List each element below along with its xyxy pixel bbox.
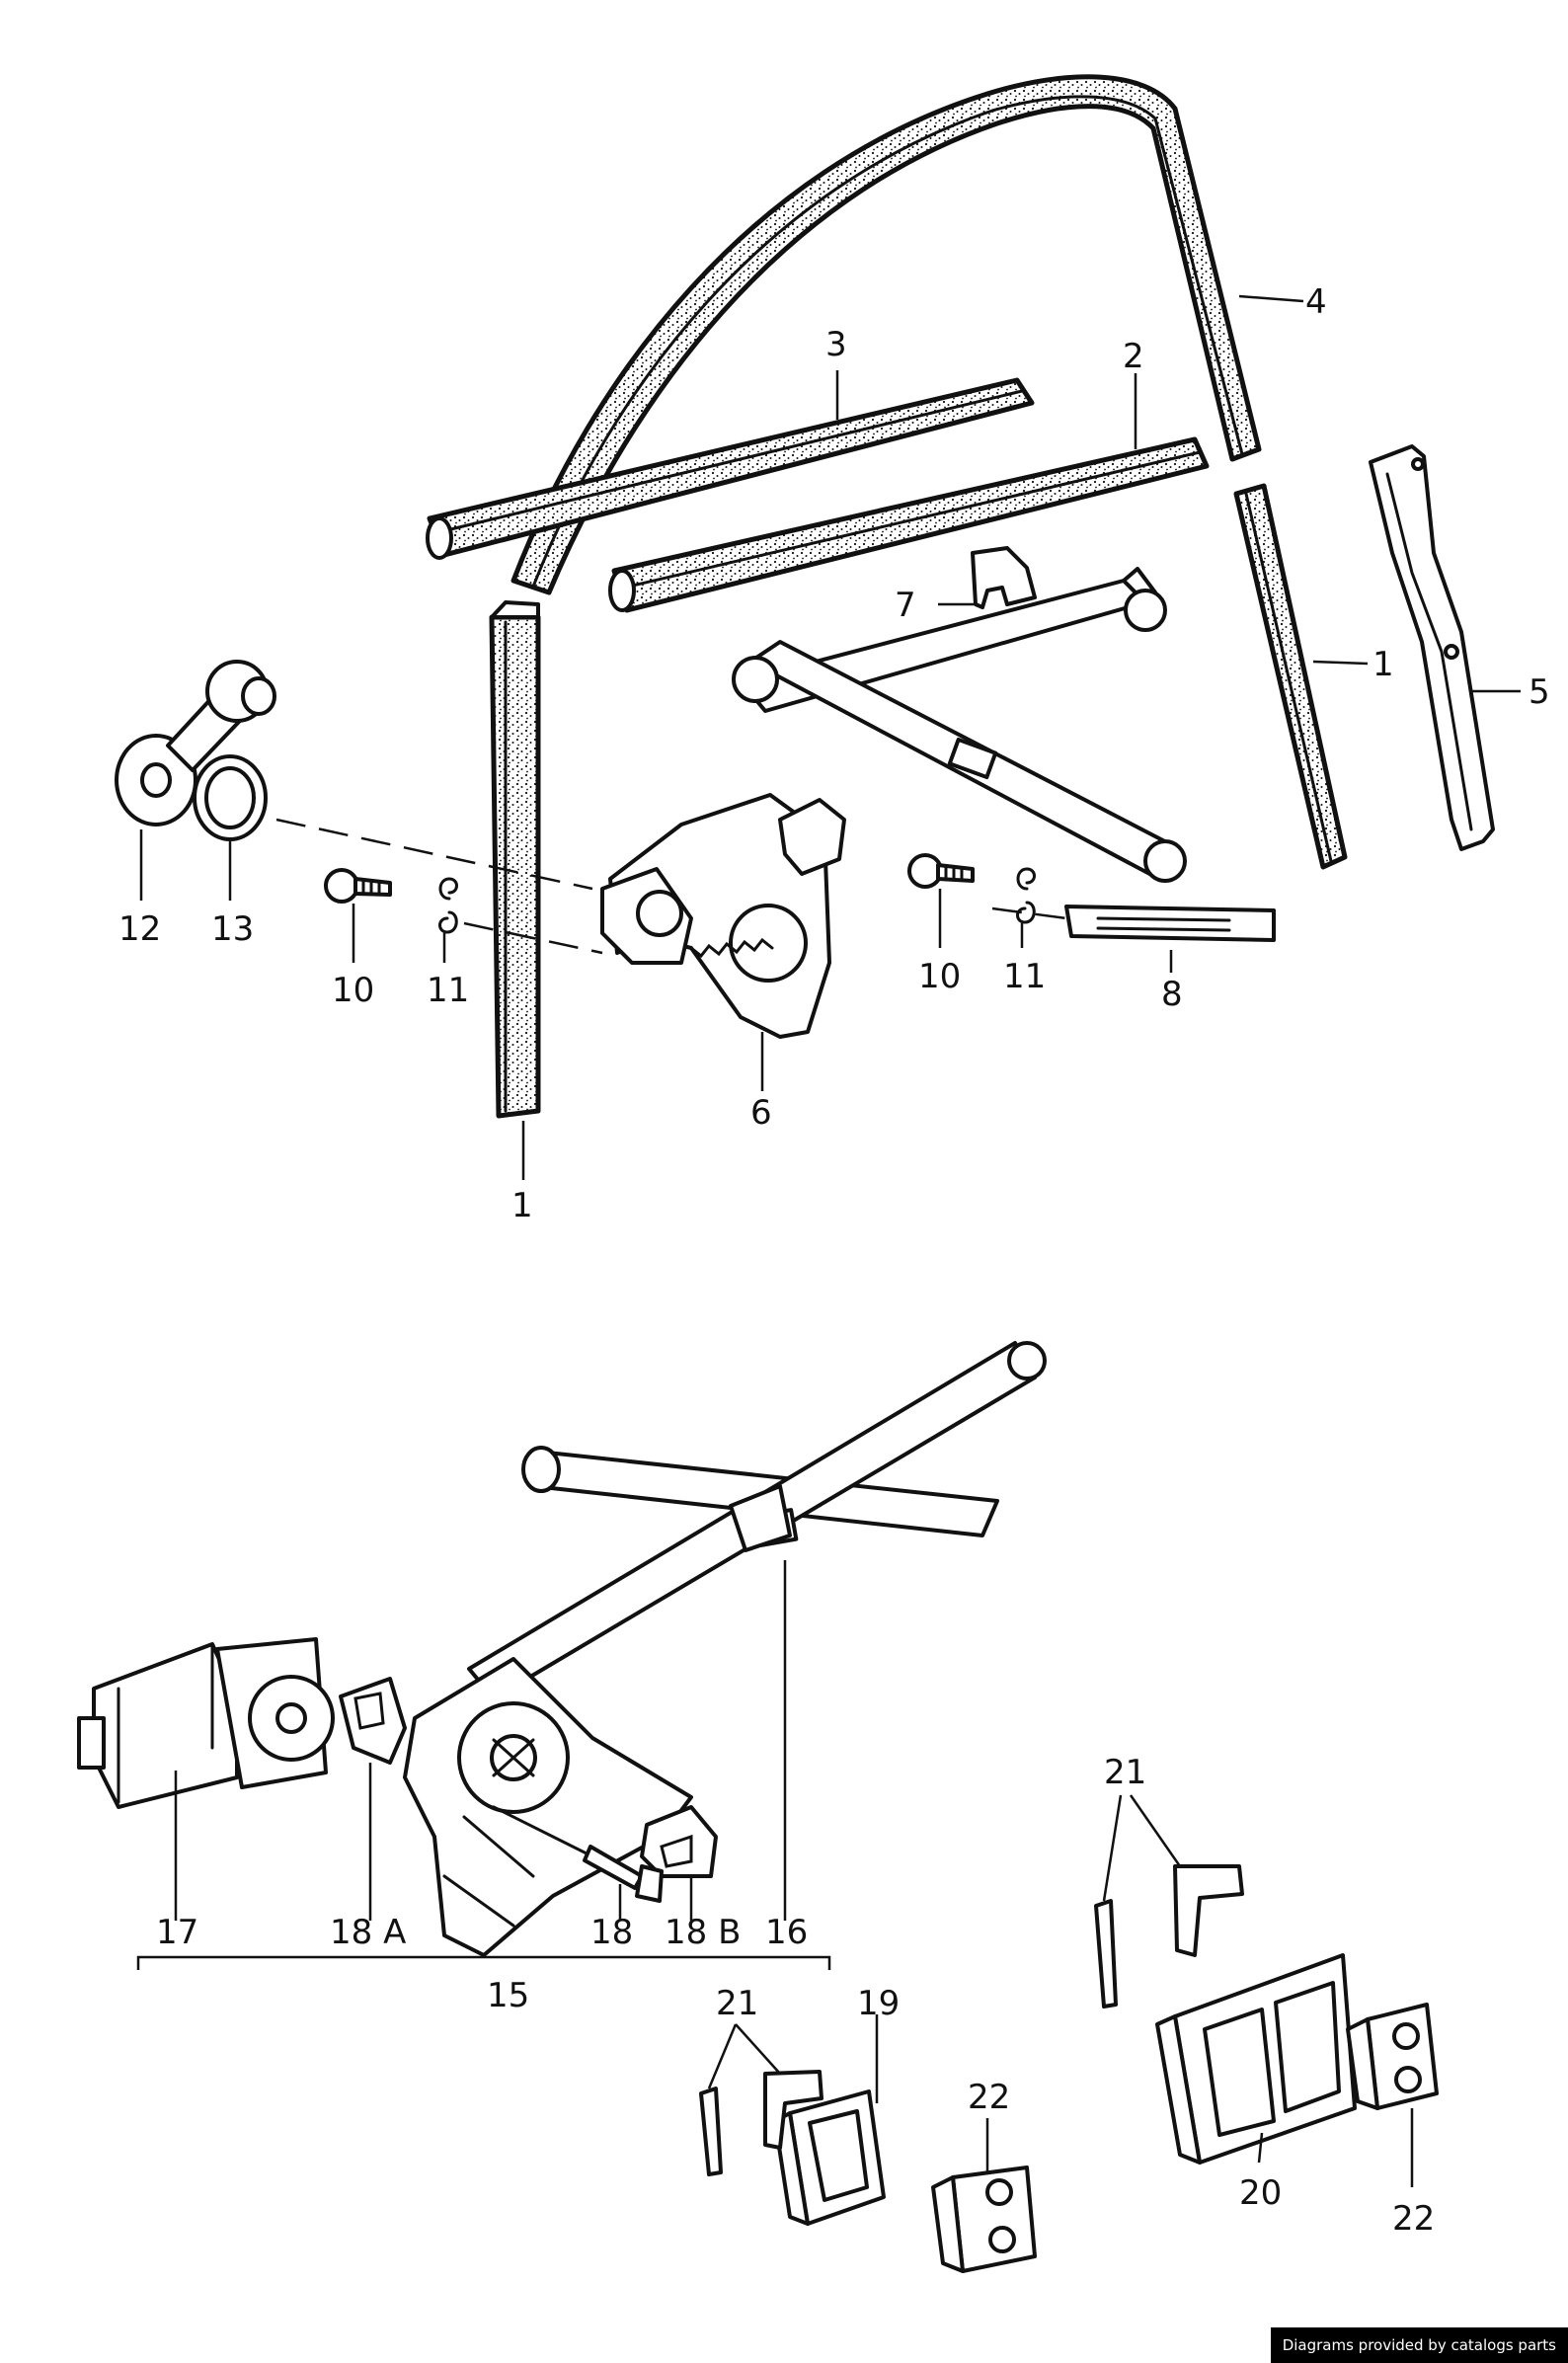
callout-12: 12 xyxy=(118,909,161,949)
callout-22-upper: 22 xyxy=(1392,2199,1435,2239)
switch-22-lower xyxy=(931,2166,1037,2273)
bolt-18 xyxy=(583,1845,664,1903)
callout-6: 6 xyxy=(750,1093,772,1133)
callout-18a: 18 A xyxy=(330,1913,406,1952)
leader-lines xyxy=(139,294,1521,2187)
bracket-18a xyxy=(339,1677,407,1765)
window-channel-4 xyxy=(510,74,1262,595)
callout-2: 2 xyxy=(1123,337,1144,376)
callout-10-right: 10 xyxy=(918,957,961,996)
callout-21-upper: 21 xyxy=(1104,1753,1146,1792)
callout-13: 13 xyxy=(211,909,254,949)
window-seal-3 xyxy=(426,377,1035,560)
rail-piece-8 xyxy=(1064,905,1276,942)
bolt-10-right xyxy=(907,853,975,889)
callout-3: 3 xyxy=(825,325,847,364)
callout-1-left: 1 xyxy=(511,1186,533,1225)
callout-16: 16 xyxy=(765,1913,808,1952)
callout-5: 5 xyxy=(1529,672,1550,712)
guide-rail-1-left xyxy=(489,600,541,1119)
dashed-assembly-lines xyxy=(275,818,1067,955)
assembly-bracket-15 xyxy=(136,1955,831,1970)
guide-rail-1-right xyxy=(1233,483,1348,870)
switch-22-upper xyxy=(1346,2003,1439,2110)
switch-frame-20 xyxy=(1155,1953,1357,2165)
callout-20: 20 xyxy=(1239,2173,1282,2213)
callout-17: 17 xyxy=(156,1913,198,1952)
window-regulator-6 xyxy=(600,567,1187,1039)
callout-10-left: 10 xyxy=(332,971,374,1010)
callout-1-right: 1 xyxy=(1372,645,1394,684)
callout-11-left: 11 xyxy=(427,971,469,1010)
callout-19: 19 xyxy=(857,1984,900,2023)
callout-11-right: 11 xyxy=(1003,957,1046,996)
bracket-18b xyxy=(640,1805,718,1878)
credit-footer: Diagrams provided by catalogs parts xyxy=(1270,2327,1568,2363)
callout-18b: 18 B xyxy=(665,1913,741,1952)
clip-11-left xyxy=(438,877,458,934)
callout-4: 4 xyxy=(1305,282,1327,322)
bolt-10-left xyxy=(324,868,392,904)
clips-21-upper xyxy=(1094,1864,1244,2009)
clip-11-right xyxy=(1016,867,1036,924)
callout-8: 8 xyxy=(1161,975,1183,1014)
window-seal-2 xyxy=(608,436,1210,613)
callout-22-lower: 22 xyxy=(968,2078,1010,2117)
power-regulator-16 xyxy=(403,1341,1047,1957)
callout-7: 7 xyxy=(895,586,916,625)
guide-bracket-5 xyxy=(1369,444,1495,851)
callout-15: 15 xyxy=(487,1976,529,2015)
clip-7 xyxy=(971,546,1037,609)
drive-motor-17 xyxy=(77,1637,335,1809)
callout-labels: 4 2 3 1 5 7 12 13 10 11 10 11 8 6 1 17 1… xyxy=(118,282,1550,2239)
switch-frame-19 xyxy=(773,2089,886,2226)
callout-18: 18 xyxy=(590,1913,633,1952)
clips-21-lower xyxy=(699,2070,823,2176)
crank-handle-12 xyxy=(115,660,276,827)
spacer-ring-13 xyxy=(193,754,268,841)
callout-21-lower: 21 xyxy=(716,1984,758,2023)
